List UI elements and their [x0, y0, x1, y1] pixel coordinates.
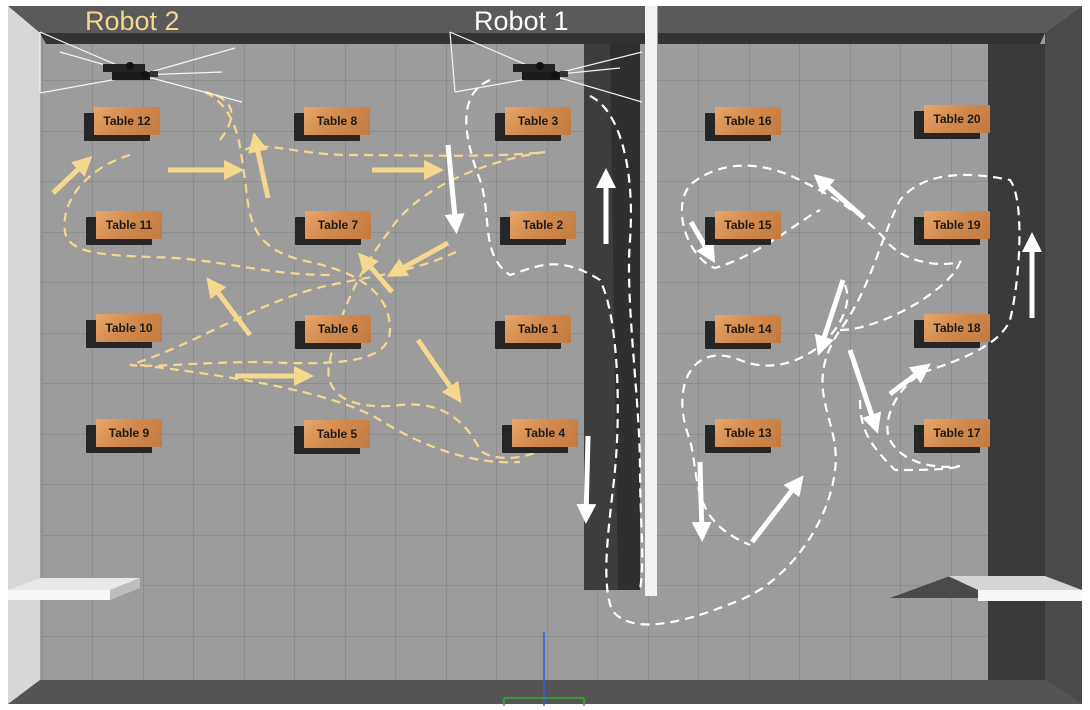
table-16[interactable]: Table 16 [715, 107, 781, 135]
table-5[interactable]: Table 5 [304, 420, 370, 448]
table-2[interactable]: Table 2 [510, 211, 576, 239]
table-10[interactable]: Table 10 [96, 314, 162, 342]
robot2-title: Robot 2 [85, 6, 180, 36]
wall-top-inner-left [40, 33, 645, 44]
table-3[interactable]: Table 3 [505, 107, 571, 135]
table-14[interactable]: Table 14 [715, 315, 781, 343]
table-17[interactable]: Table 17 [924, 419, 990, 447]
wall-top-right [658, 6, 1082, 33]
robot1-body [513, 62, 568, 80]
counter-right [978, 590, 1082, 601]
counter-left-shade [8, 578, 140, 590]
divider-wall-shade [610, 44, 640, 590]
wall-top-left [8, 6, 650, 33]
wall-right-inner [988, 44, 1045, 680]
table-9[interactable]: Table 9 [96, 419, 162, 447]
counter-left-side [110, 578, 140, 600]
table-20[interactable]: Table 20 [924, 105, 990, 133]
robot2-path [63, 90, 546, 459]
table-12[interactable]: Table 12 [94, 107, 160, 135]
table-15[interactable]: Table 15 [715, 211, 781, 239]
robot2-arrows [51, 132, 462, 403]
wall-left [8, 6, 40, 704]
table-13[interactable]: Table 13 [715, 419, 781, 447]
table-11[interactable]: Table 11 [96, 211, 162, 239]
table-8[interactable]: Table 8 [304, 107, 370, 135]
counter-right-top [948, 576, 1082, 590]
counter-left [8, 590, 110, 600]
robot1-arrows [444, 144, 1042, 544]
table-18[interactable]: Table 18 [924, 314, 990, 342]
table-19[interactable]: Table 19 [924, 211, 990, 239]
robot2-path-lower [139, 363, 521, 464]
wall-right [1045, 6, 1082, 704]
divider-wall-top [645, 6, 657, 596]
robot1-title: Robot 1 [474, 6, 569, 36]
table-6[interactable]: Table 6 [305, 315, 371, 343]
table-4[interactable]: Table 4 [512, 419, 578, 447]
wall-top-inner-right [658, 33, 1045, 44]
floor-grid [42, 30, 1042, 680]
table-7[interactable]: Table 7 [305, 211, 371, 239]
robot1-path [465, 78, 1021, 626]
wall-bottom [8, 680, 1082, 704]
table-1[interactable]: Table 1 [505, 315, 571, 343]
robot2-body [103, 62, 158, 80]
